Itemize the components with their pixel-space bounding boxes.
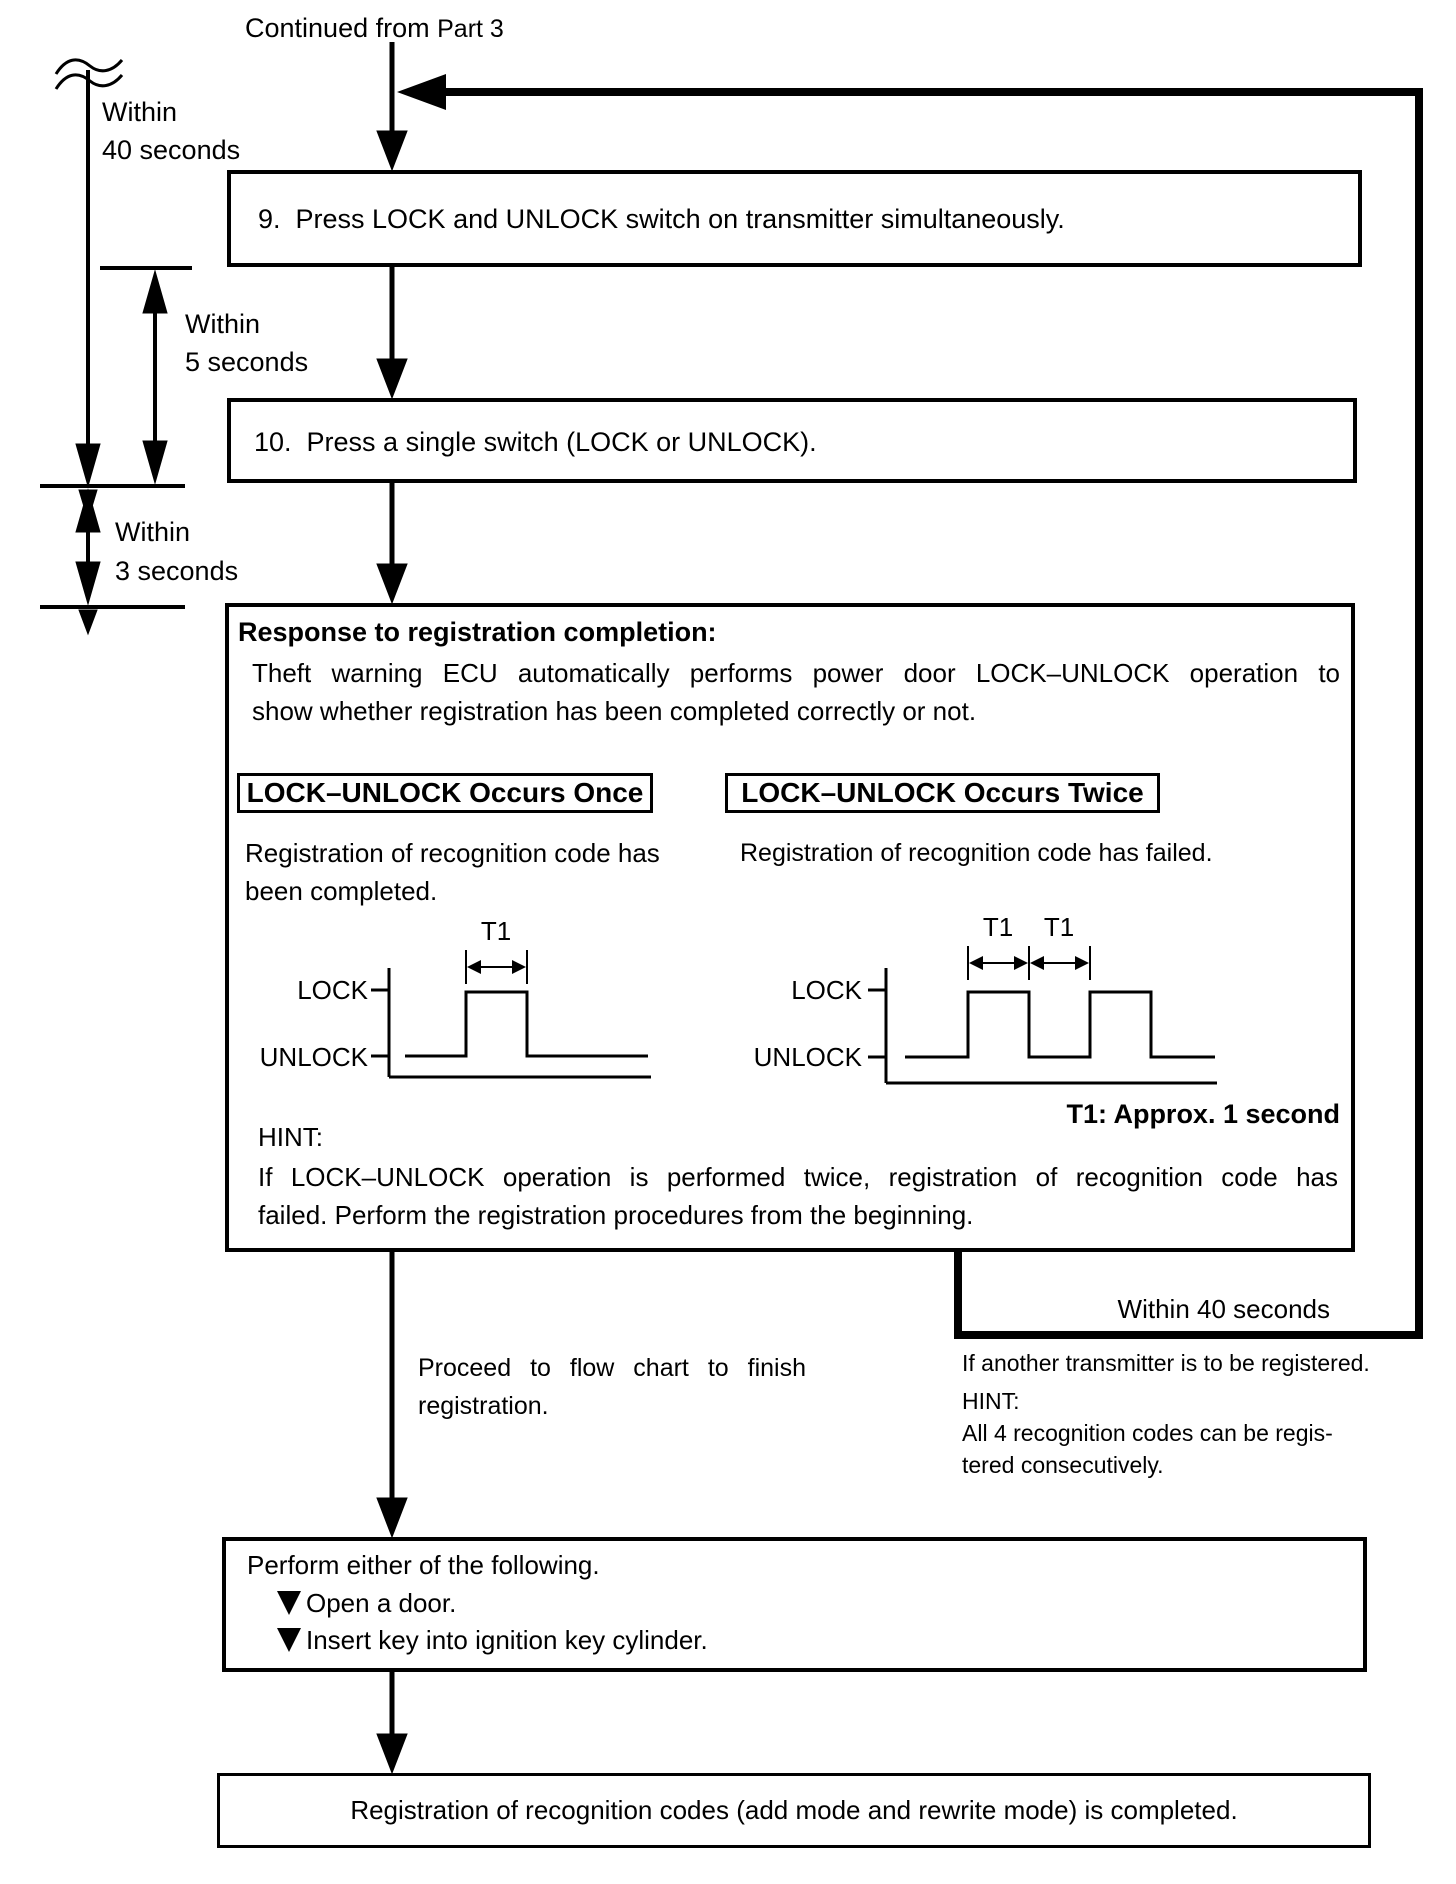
response-hint-line2: failed. Perform the registration procedu… [258,1200,974,1230]
step9-label: 9. Press LOCK and UNLOCK switch on trans… [258,204,1065,234]
another-transmitter-line1: If another transmitter is to be register… [962,1350,1370,1376]
waveform-twice-lock-label: LOCK [791,975,862,1005]
response-hint-line1: If LOCK–UNLOCK operation is performed tw… [258,1162,1338,1192]
continued-from-prefix: Continued from [245,13,430,43]
proceed-line1: Proceed to flow chart to finish [418,1354,806,1382]
occurs-once-heading: LOCK–UNLOCK Occurs Once [246,777,644,808]
response-body-line2: show whether registration has been compl… [252,696,977,726]
arrowhead-into-response [376,563,408,605]
continued-from-part: Part 3 [437,15,504,43]
another-transmitter-line2: All 4 recognition codes can be regis- [962,1420,1333,1446]
waveform-once-t1-label: T1 [480,916,512,946]
response-body-line1: Theft warning ECU automatically performs… [252,658,1340,688]
occurs-once-heading-box: LOCK–UNLOCK Occurs Once [237,773,653,813]
bracket-5s [100,266,192,485]
another-transmitter-line3: tered consecutively. [962,1452,1164,1478]
occurs-twice-heading-box: LOCK–UNLOCK Occurs Twice [725,773,1160,813]
perform-item-insert-key: Insert key into ignition key cylinder. [306,1625,708,1655]
occurs-once-desc-line2: been completed. [245,876,438,906]
arrowhead-into-step9 [376,130,408,172]
final-label: Registration of recognition codes (add m… [350,1795,1238,1825]
perform-box [222,1537,1367,1672]
response-title: Response to registration completion: [238,617,717,647]
waveform-twice-unlock-label: UNLOCK [753,1042,862,1072]
perform-title: Perform either of the following. [247,1550,600,1580]
waveform-twice-t1-label-2: T1 [1043,912,1075,942]
occurs-twice-heading: LOCK–UNLOCK Occurs Twice [741,777,1144,808]
proceed-line2: registration. [418,1392,549,1420]
within-40s-line2: 40 seconds [102,135,241,165]
break-squiggle-icon [54,58,124,75]
arrowhead-into-step10 [376,358,408,400]
waveform-once-lock-label: LOCK [297,975,368,1005]
t1-note: T1: Approx. 1 second [1066,1099,1340,1129]
final-box [217,1773,1371,1848]
within-3s-line2: 3 seconds [115,556,239,586]
within-40s-line1: Within [102,97,178,127]
within-3s-line1: Within [115,517,191,547]
within-5s-line2: 5 seconds [185,347,309,377]
response-hint-label: HINT: [258,1122,323,1152]
loop-within-40s-label: Within 40 seconds [1117,1294,1330,1324]
occurs-twice-desc: Registration of recognition code has fai… [740,839,1213,867]
continued-from-label: Continued from Part 3 [245,12,504,44]
perform-item-open-door: Open a door. [306,1588,457,1618]
waveform-once-unlock-label: UNLOCK [259,1042,368,1072]
within-5s-line1: Within [185,309,261,339]
occurs-once-desc-line1: Registration of recognition code has [245,838,660,868]
bracket-3s [75,488,101,636]
another-transmitter-hint-label: HINT: [962,1388,1020,1414]
arrowhead-into-perform [376,1497,408,1539]
waveform-twice-t1-label-1: T1 [982,912,1014,942]
loop-arrowhead [397,74,446,110]
step10-label: 10. Press a single switch (LOCK or UNLOC… [254,427,817,457]
arrowhead-into-final [376,1733,408,1775]
